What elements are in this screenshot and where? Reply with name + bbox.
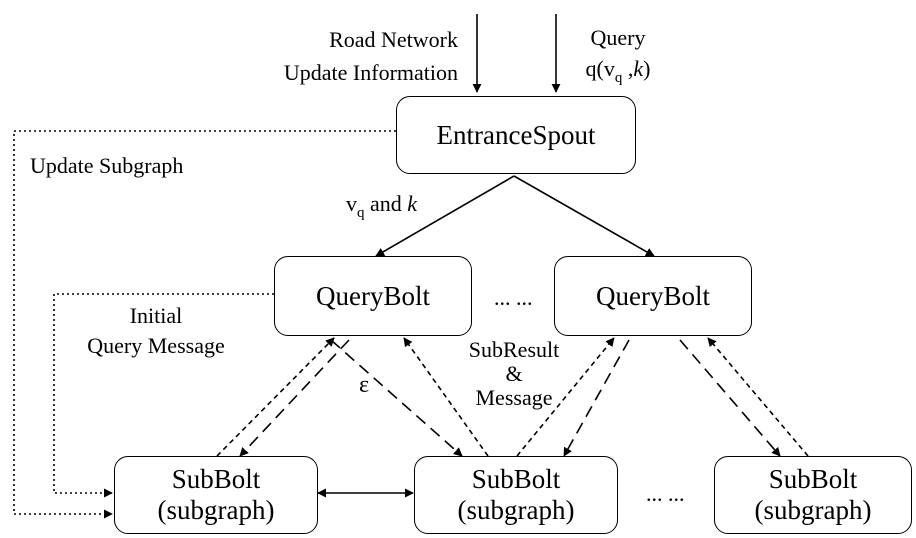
vq-and-k-label: vq and k — [346, 191, 418, 221]
subbolt2-to-querybolt1 — [403, 337, 489, 457]
querybolt2-to-subbolt2 — [563, 339, 630, 457]
epsilon-label: ε — [359, 372, 370, 398]
spout-to-querybolt-1 — [375, 175, 515, 257]
query-label: Query q(vq ,k) — [585, 25, 651, 86]
subbolt-node-3: SubBolt (subgraph) — [714, 456, 912, 534]
spout-to-querybolt-2 — [513, 175, 655, 257]
querybolt-node-2: QueryBolt — [554, 256, 752, 336]
update-subgraph-label: Update Subgraph — [30, 153, 184, 178]
subbolt-ellipsis: ... ... — [646, 481, 685, 506]
querybolt2-to-subbolt3 — [679, 339, 781, 457]
querybolt1-to-subbolt1 — [239, 339, 350, 457]
initial-query-path — [53, 293, 274, 498]
entrance-spout-node: EntranceSpout — [396, 96, 636, 174]
initial-query-message-label: Initial Query Message — [87, 303, 225, 358]
update-subgraph-path — [13, 130, 396, 519]
querybolt-node-1: QueryBolt — [274, 256, 472, 336]
subresult-message-label: SubResult & Message — [468, 337, 560, 410]
subbolt3-to-querybolt2 — [707, 337, 809, 457]
subbolt-node-1: SubBolt (subgraph) — [114, 456, 318, 534]
querybolt1-to-subbolt2 — [330, 339, 463, 457]
subbolt1-to-querybolt1 — [216, 337, 335, 457]
subbolt-node-2: SubBolt (subgraph) — [414, 456, 618, 534]
subbolt2-to-querybolt2 — [516, 337, 615, 457]
road-network-label: Road Network Update Information — [283, 27, 458, 85]
querybolt-ellipsis: ... ... — [494, 285, 533, 310]
